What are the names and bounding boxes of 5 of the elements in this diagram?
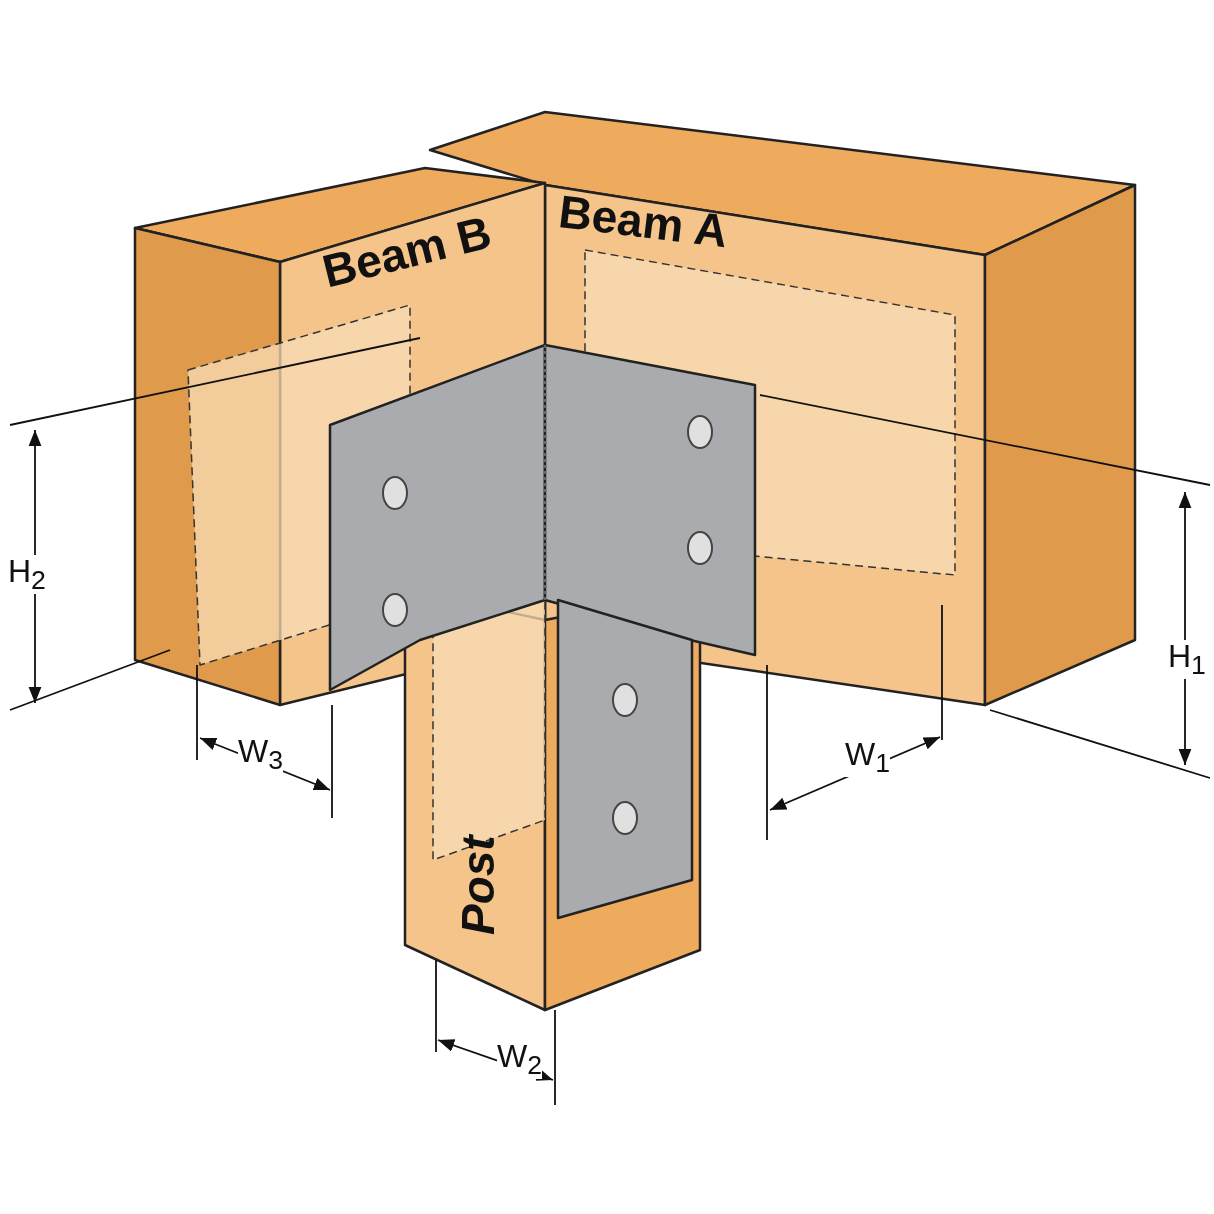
part-label: Beam B xyxy=(318,208,496,295)
part-label: Post xyxy=(455,835,501,935)
dimension-label: H$_{1}$ xyxy=(1168,640,1206,680)
dimension-label: H$_{2}$ xyxy=(8,555,46,595)
part-label: Beam A xyxy=(556,188,731,255)
